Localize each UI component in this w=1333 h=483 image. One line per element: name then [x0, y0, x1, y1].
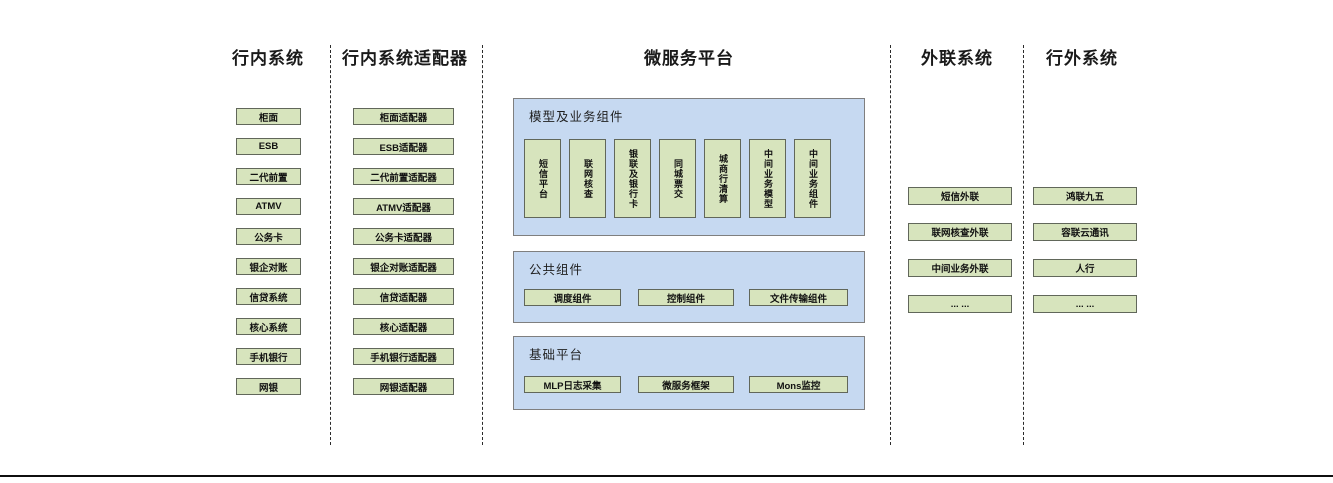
component-box-vertical: 短信平台	[524, 139, 561, 218]
column-divider-4	[1023, 45, 1024, 445]
component-box-vertical: 同城票交	[659, 139, 696, 218]
adapter-box: 柜面适配器	[353, 108, 454, 125]
column-title-internal-adapters: 行内系统适配器	[342, 49, 468, 68]
outreach-system-box: ... ...	[908, 295, 1012, 313]
column-divider-1	[330, 45, 331, 445]
group-base-platform: 基础平台 MLP日志采集 微服务框架 Mons监控	[513, 336, 865, 410]
component-box: 文件传输组件	[749, 289, 848, 306]
external-system-box: ... ...	[1033, 295, 1137, 313]
external-system-box: 容联云通讯	[1033, 223, 1137, 241]
component-box-vertical: 银联及银行卡	[614, 139, 651, 218]
adapter-box: ESB适配器	[353, 138, 454, 155]
column-title-internal-systems: 行内系统	[232, 49, 304, 68]
component-box-vertical: 联网核查	[569, 139, 606, 218]
adapter-box: 核心适配器	[353, 318, 454, 335]
column-title-external-systems: 行外系统	[1046, 49, 1118, 68]
component-box: MLP日志采集	[524, 376, 621, 393]
group-label: 公共组件	[529, 263, 584, 277]
adapter-box: 手机银行适配器	[353, 348, 454, 365]
internal-system-box: 公务卡	[236, 228, 301, 245]
adapter-box: 公务卡适配器	[353, 228, 454, 245]
internal-system-box: ATMV	[236, 198, 301, 215]
column-title-outreach-systems: 外联系统	[921, 49, 993, 68]
group-label: 模型及业务组件	[529, 110, 624, 124]
bottom-rule	[0, 475, 1333, 477]
adapter-box: 银企对账适配器	[353, 258, 454, 275]
group-model-business-components: 模型及业务组件 短信平台 联网核查 银联及银行卡 同城票交 城商行清算 中间业务…	[513, 98, 865, 236]
internal-system-box: 柜面	[236, 108, 301, 125]
component-box: 微服务框架	[638, 376, 734, 393]
column-divider-2	[482, 45, 483, 445]
adapter-box: ATMV适配器	[353, 198, 454, 215]
internal-system-box: 信贷系统	[236, 288, 301, 305]
component-box-vertical: 中间业务模型	[749, 139, 786, 218]
outreach-system-box: 中间业务外联	[908, 259, 1012, 277]
adapter-box: 网银适配器	[353, 378, 454, 395]
column-divider-3	[890, 45, 891, 445]
adapter-box: 二代前置适配器	[353, 168, 454, 185]
external-system-box: 鸿联九五	[1033, 187, 1137, 205]
component-box: Mons监控	[749, 376, 848, 393]
column-title-microservice-platform: 微服务平台	[644, 49, 734, 68]
internal-system-box: 网银	[236, 378, 301, 395]
component-box: 控制组件	[638, 289, 734, 306]
outreach-system-box: 联网核查外联	[908, 223, 1012, 241]
component-box-vertical: 中间业务组件	[794, 139, 831, 218]
internal-system-box: 银企对账	[236, 258, 301, 275]
internal-system-box: 核心系统	[236, 318, 301, 335]
component-box-vertical: 城商行清算	[704, 139, 741, 218]
internal-system-box: 二代前置	[236, 168, 301, 185]
adapter-box: 信贷适配器	[353, 288, 454, 305]
external-system-box: 人行	[1033, 259, 1137, 277]
internal-system-box: ESB	[236, 138, 301, 155]
outreach-system-box: 短信外联	[908, 187, 1012, 205]
component-box: 调度组件	[524, 289, 621, 306]
internal-system-box: 手机银行	[236, 348, 301, 365]
group-label: 基础平台	[529, 348, 584, 362]
group-common-components: 公共组件 调度组件 控制组件 文件传输组件	[513, 251, 865, 323]
